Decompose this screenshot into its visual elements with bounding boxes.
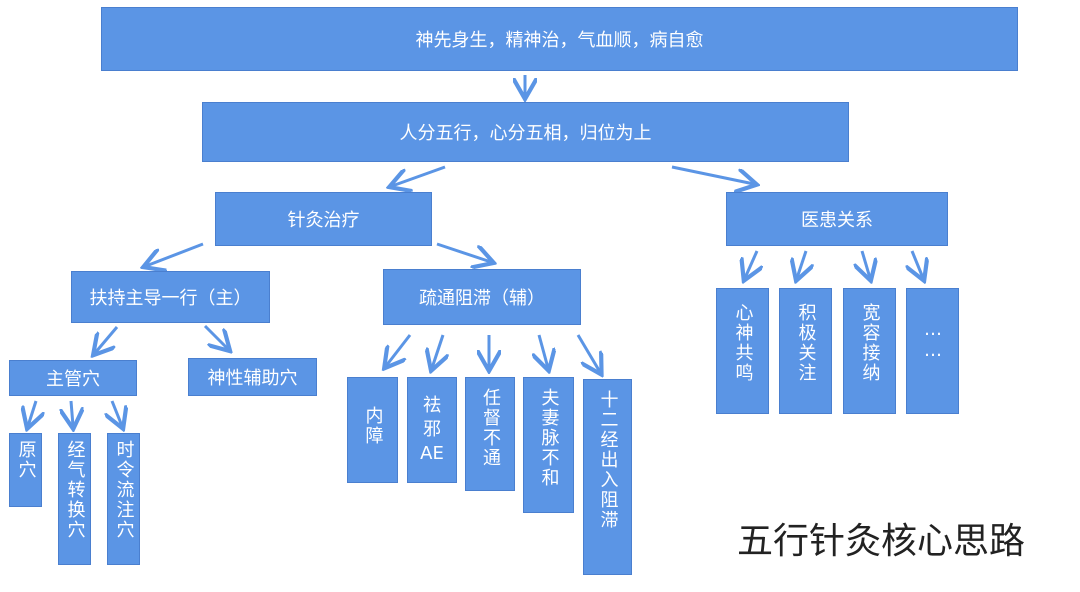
node-shiling-label: 时令流注穴 xyxy=(113,440,135,540)
node-jiji: 积极关注 xyxy=(779,288,832,414)
node-jingqi-label: 经气转换穴 xyxy=(64,440,86,540)
node-quxie: 祛邪AE xyxy=(407,377,457,483)
arrow-dredge-to-neizhang xyxy=(386,334,412,366)
node-top: 神先身生，精神治，气血顺，病自愈 xyxy=(101,7,1018,71)
node-spirit-aux: 神性辅助穴 xyxy=(188,358,317,396)
node-top-label: 神先身生，精神治，气血顺，病自愈 xyxy=(415,30,704,51)
node-xinshen-label: 心神共鸣 xyxy=(732,303,754,383)
node-more: …… xyxy=(906,288,959,414)
node-twelve: 十二经出入阻滞 xyxy=(583,379,632,575)
node-dredge: 疏通阻滞（辅） xyxy=(383,269,581,325)
node-rendu: 任督不通 xyxy=(465,377,515,491)
node-acupuncture-label: 针灸治疗 xyxy=(287,210,360,231)
node-relationship: 医患关系 xyxy=(726,192,948,246)
arrow-dredge-to-quxie xyxy=(432,334,443,368)
node-fuqi: 夫妻脉不和 xyxy=(523,377,574,513)
arrow-dredge-to-twelve xyxy=(576,334,600,372)
node-shiling: 时令流注穴 xyxy=(107,433,140,565)
node-twelve-label: 十二经出入阻滞 xyxy=(597,390,619,530)
node-main-points: 主管穴 xyxy=(9,360,137,396)
arrow-acupuncture-to-dredge xyxy=(436,242,491,262)
node-kuanrong: 宽容接纳 xyxy=(843,288,896,414)
node-second: 人分五行，心分五相，归位为上 xyxy=(202,102,849,162)
arrow-relationship-to-more xyxy=(912,250,923,278)
arrow-main-to-jingqi xyxy=(71,400,73,426)
node-jingqi: 经气转换穴 xyxy=(58,433,91,565)
arrow-acupuncture-to-support xyxy=(146,242,204,266)
arrow-main-to-shiling xyxy=(112,400,122,426)
arrow-relationship-to-kuanrong xyxy=(862,250,870,278)
node-dredge-label: 疏通阻滞（辅） xyxy=(419,288,545,309)
node-spirit-aux-label: 神性辅助穴 xyxy=(207,368,298,389)
node-yuan: 原穴 xyxy=(9,433,42,507)
node-quxie-label: 祛邪AE xyxy=(420,395,444,464)
node-acupuncture: 针灸治疗 xyxy=(215,192,432,246)
node-xinshen: 心神共鸣 xyxy=(716,288,769,414)
node-fuqi-label: 夫妻脉不和 xyxy=(538,388,560,488)
diagram-caption: 五行针灸核心思路 xyxy=(737,521,1026,562)
arrow-support-to-spirit xyxy=(203,324,228,349)
node-more-label: …… xyxy=(922,319,944,361)
node-main-points-label: 主管穴 xyxy=(46,369,100,390)
arrow-second-to-relationship xyxy=(671,165,754,184)
arrow-main-to-yuan xyxy=(28,400,36,426)
node-kuanrong-label: 宽容接纳 xyxy=(859,303,881,383)
node-second-label: 人分五行，心分五相，归位为上 xyxy=(399,123,652,144)
node-support: 扶持主导一行（主） xyxy=(71,271,270,323)
node-yuan-label: 原穴 xyxy=(15,440,37,480)
node-support-label: 扶持主导一行（主） xyxy=(89,288,252,309)
arrow-support-to-main xyxy=(95,326,119,353)
arrow-dredge-to-fuqi xyxy=(539,334,548,368)
arrow-second-to-acupuncture xyxy=(392,165,446,186)
node-neizhang-label: 内障 xyxy=(362,406,384,446)
arrow-relationship-to-jiji xyxy=(797,250,806,278)
arrow-relationship-to-xinshen xyxy=(745,250,757,278)
node-relationship-label: 医患关系 xyxy=(801,210,873,231)
node-rendu-label: 任督不通 xyxy=(480,388,501,468)
node-neizhang: 内障 xyxy=(347,377,398,483)
node-jiji-label: 积极关注 xyxy=(795,303,817,383)
